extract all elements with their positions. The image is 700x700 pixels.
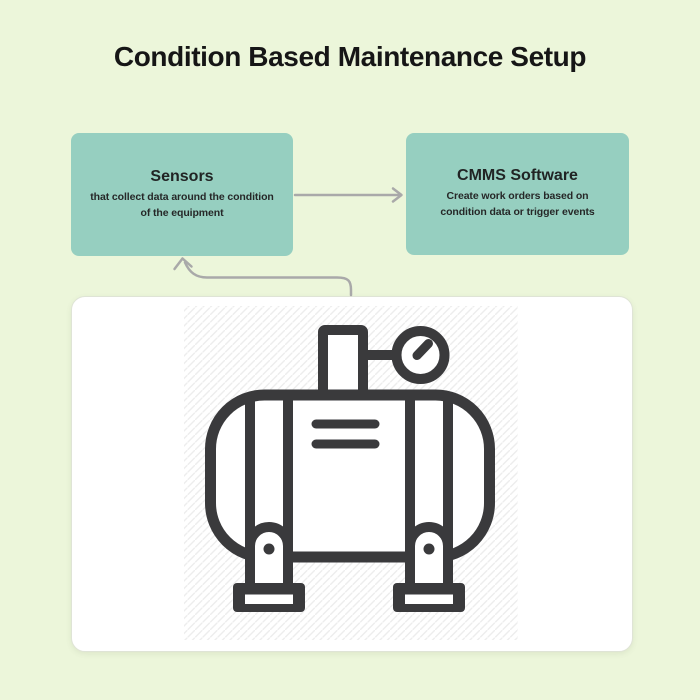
node-sensors-title: Sensors [150,167,214,185]
straight-arrow [293,187,403,203]
node-cmms-desc: Create work orders based on condition da… [440,190,595,219]
node-cmms-software: CMMS Software Create work orders based o… [406,133,629,255]
node-sensors: Sensors that collect data around the con… [71,133,293,256]
node-sensors-desc: that collect data around the condition o… [90,190,274,219]
node-cmms-title: CMMS Software [457,167,578,185]
page-title: Condition Based Maintenance Setup [113,41,587,72]
arrowhead-up-icon [173,257,193,271]
curved-arrow [173,257,353,297]
arrowhead-right-icon [391,187,403,203]
equipment-image-card [71,296,633,652]
